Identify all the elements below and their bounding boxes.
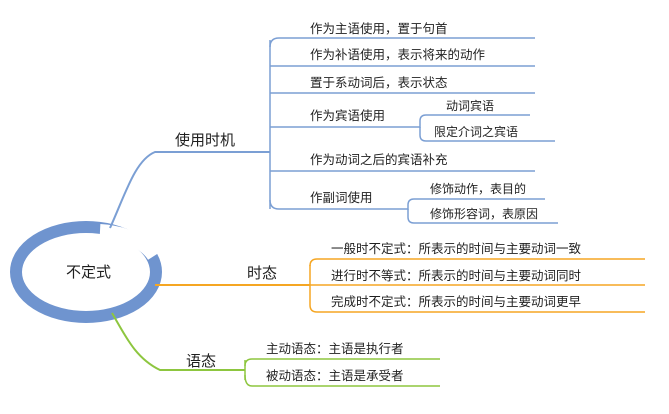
usage-leaf-6-line bbox=[269, 199, 400, 210]
usage-leaf-4-sub-2-line bbox=[419, 127, 555, 142]
usage-leaf-6-sub-1[interactable]: 修饰动作，表目的 bbox=[430, 181, 526, 196]
usage-leaf-6-sub-2[interactable]: 修饰形容词，表原因 bbox=[430, 206, 538, 221]
voice-leaf-1-line bbox=[244, 358, 440, 367]
voice-leaf-2-line bbox=[244, 374, 440, 387]
usage-leaf-4-sub-2[interactable]: 限定介词之宾语 bbox=[434, 124, 518, 139]
voice-leaf-1[interactable]: 主动语态：主语是执行者 bbox=[266, 341, 404, 356]
usage-leaf-4-sub-1[interactable]: 动词宾语 bbox=[446, 98, 494, 113]
tense-leaf-3-line bbox=[309, 304, 645, 313]
root-ring-gap bbox=[99, 224, 160, 261]
usage-leaf-2[interactable]: 作为补语使用，表示将来的动作 bbox=[310, 47, 486, 62]
usage-branch-label[interactable]: 使用时机 bbox=[175, 131, 235, 149]
root-label: 不定式 bbox=[66, 263, 111, 281]
usage-leaf-6[interactable]: 作副词使用 bbox=[310, 190, 373, 205]
branch-voice: 语态 主动语态：主语是执行者 被动语态：主语是承受者 bbox=[111, 312, 440, 387]
branch-usage: 使用时机 作为主语使用，置于句首 作为补语使用，表示将来的动作 置于系动词后，表… bbox=[109, 21, 558, 229]
usage-main-connector bbox=[109, 151, 270, 229]
tense-leaf-3[interactable]: 完成时不定式：所表示的时间与主要动词更早 bbox=[331, 294, 581, 309]
usage-leaf-4-sub-1-line bbox=[412, 114, 530, 128]
usage-leaf-5[interactable]: 作为动词之后的宾语补充 bbox=[310, 152, 448, 167]
root-ellipse bbox=[10, 221, 162, 323]
tense-leaf-2[interactable]: 进行时不等式：所表示的时间与主要动词同时 bbox=[331, 268, 582, 283]
usage-leaf-4[interactable]: 作为宾语使用 bbox=[310, 108, 385, 123]
voice-branch-label[interactable]: 语态 bbox=[186, 352, 216, 370]
usage-leaf-1[interactable]: 作为主语使用，置于句首 bbox=[310, 21, 448, 36]
branch-tense: 时态 一般时不定式：所表示的时间与主要动词一致 进行时不等式：所表示的时间与主要… bbox=[155, 241, 645, 313]
usage-leaf-6-sub-1-line bbox=[400, 198, 545, 210]
usage-leaf-1-line bbox=[269, 37, 535, 48]
tense-leaf-1-line bbox=[309, 258, 645, 267]
voice-main-connector bbox=[111, 312, 245, 371]
tense-branch-label[interactable]: 时态 bbox=[247, 264, 277, 282]
tense-leaf-1[interactable]: 一般时不定式：所表示的时间与主要动词一致 bbox=[331, 241, 582, 256]
root-node[interactable]: 不定式 bbox=[10, 221, 162, 323]
usage-leaf-3[interactable]: 置于系动词后，表示状态 bbox=[310, 75, 448, 90]
usage-leaf-6-sub-2-line bbox=[407, 209, 558, 224]
voice-leaf-2[interactable]: 被动语态：主语是承受者 bbox=[266, 368, 404, 383]
